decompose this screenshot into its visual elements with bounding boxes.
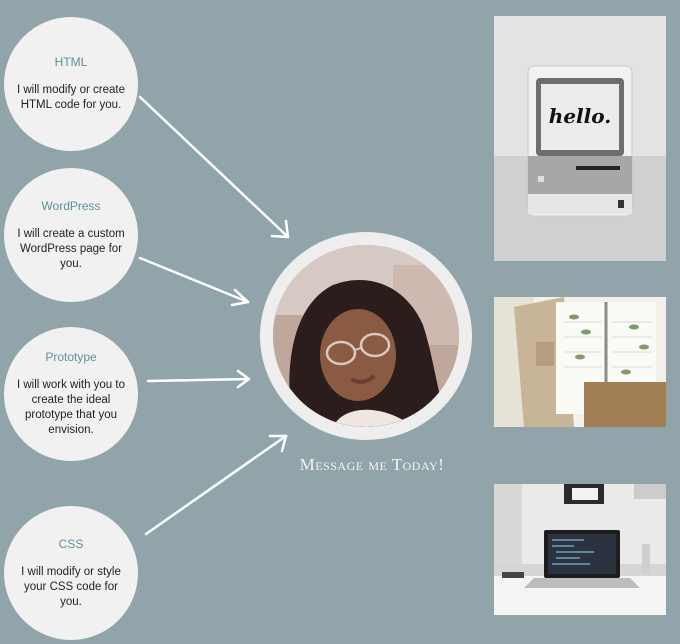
- service-description: I will create a custom WordPress page fo…: [17, 227, 125, 270]
- service-description: I will work with you to create the ideal…: [16, 379, 125, 436]
- service-description: I will modify or create HTML code for yo…: [16, 84, 125, 111]
- service-prototype-circle: Prototype I will work with you to create…: [4, 327, 138, 461]
- service-css-circle: CSS I will modify or style your CSS code…: [4, 506, 138, 640]
- service-description: I will modify or style your CSS code for…: [21, 565, 121, 608]
- message-me-cta[interactable]: Message me Today!: [299, 455, 445, 474]
- avatar: [273, 245, 459, 427]
- arrow-icon: [138, 95, 290, 239]
- service-wordpress-circle: WordPress I will create a custom WordPre…: [4, 168, 138, 302]
- service-title: WordPress: [41, 198, 101, 213]
- photo-laptop-desk: [494, 484, 666, 615]
- mac-screen-text: hello.: [549, 104, 611, 128]
- photo-retro-computer: hello.: [494, 16, 666, 261]
- arrow-icon: [138, 256, 250, 307]
- service-title: Prototype: [45, 350, 97, 364]
- service-html-circle: HTML I will modify or create HTML code f…: [4, 17, 138, 151]
- service-title: CSS: [58, 536, 84, 551]
- arrow-icon: [146, 369, 251, 389]
- arrow-icon: [144, 434, 288, 536]
- photo-planner: [494, 297, 666, 427]
- profile-portrait[interactable]: [260, 232, 472, 440]
- service-title: HTML: [54, 55, 88, 69]
